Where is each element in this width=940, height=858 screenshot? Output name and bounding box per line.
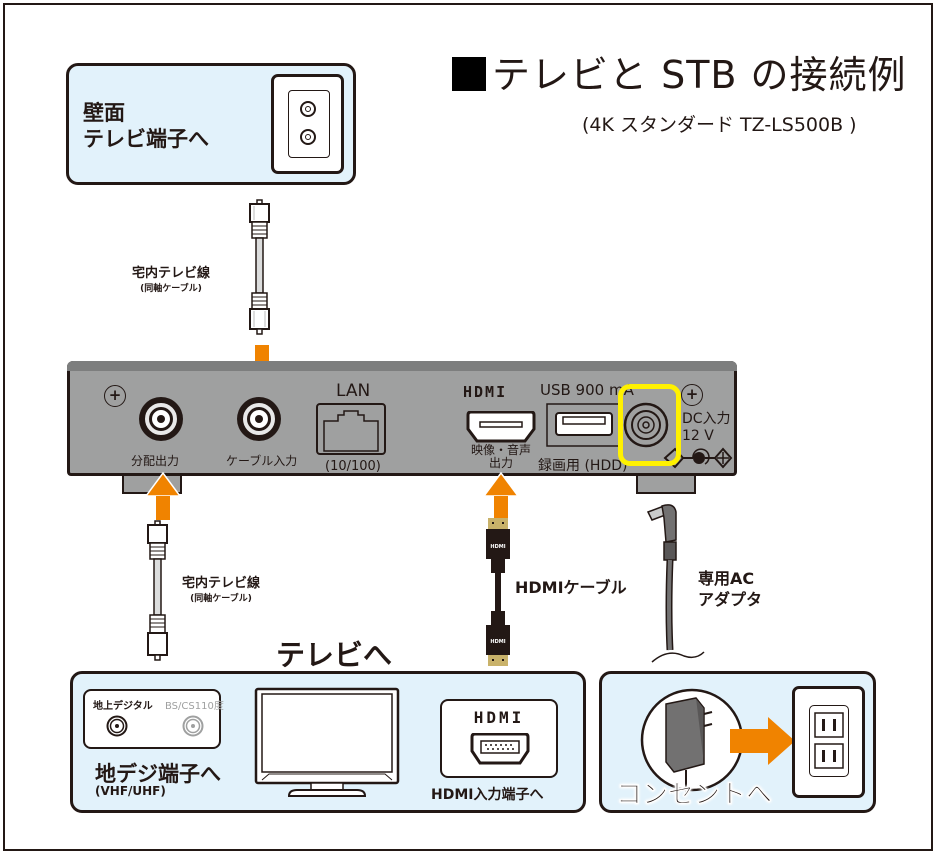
coax-socket-icon	[300, 101, 316, 117]
terrestrial-label: 地上デジタル	[93, 701, 153, 712]
hdmi-cable-label: HDMIケーブル	[515, 578, 627, 597]
antenna-terminal-box: 地上デジタル BS/CS110度	[83, 689, 224, 749]
top-cable-label: 宅内テレビ線 (同軸ケーブル)	[132, 262, 210, 294]
dc-input-label-line1: DC入力	[682, 411, 731, 427]
title-square-icon	[452, 57, 486, 91]
page-title: テレビと STB の接続例	[452, 44, 907, 99]
top-cable-sublabel: (同軸ケーブル)	[140, 284, 202, 294]
ac-adapter-label-line1: 専用AC	[698, 569, 755, 588]
arrow-right-icon	[730, 717, 795, 765]
ac-adapter-label: 専用AC アダプタ	[698, 568, 762, 610]
wall-label-line2: テレビ端子へ	[83, 127, 209, 151]
title-text: テレビと STB の接続例	[492, 53, 907, 97]
hdmi-port-icon	[466, 411, 536, 443]
dc-input-label-line2: 12 V	[682, 428, 714, 444]
arrow-up-icon	[483, 472, 519, 520]
arrow-up-icon	[145, 472, 181, 520]
screw-icon: +	[681, 384, 703, 406]
bs-cs-label: BS/CS110度	[165, 701, 224, 712]
bottom-cable-label: 宅内テレビ線 (同軸ケーブル)	[182, 572, 260, 604]
lan-speed-label: (10/100)	[325, 459, 381, 474]
stb-top-edge	[67, 361, 737, 371]
dc-input-label: DC入力 12 V	[682, 411, 731, 445]
ethernet-port-icon	[316, 403, 386, 455]
hdmi-cable-icon: HDMI HDMI	[486, 518, 510, 666]
antenna-caption: 地デジ端子へ	[95, 762, 221, 786]
f-connector-icon	[139, 397, 183, 441]
diagram-frame	[3, 3, 933, 851]
hdmi-output-label-line2: 出力	[488, 456, 513, 470]
hdmi-port-icon	[470, 733, 530, 765]
antenna-caption-sub: (VHF/UHF)	[95, 784, 166, 798]
usb-port-icon	[546, 403, 622, 447]
dc-input-highlight	[618, 384, 681, 466]
dc-jack-icon	[623, 402, 669, 448]
ac-adapter-label-line2: アダプタ	[698, 590, 763, 609]
hdmi-logo-text: HDMI	[463, 383, 508, 401]
hdmi-output-label: 映像・音声 出力	[468, 444, 534, 470]
coax-socket-icon	[300, 129, 316, 145]
coaxial-cable-icon	[249, 199, 270, 335]
outlet-plate	[809, 705, 849, 777]
top-cable-label-text: 宅内テレビ線	[132, 266, 211, 281]
hdmi-output-label-line1: 映像・音声	[470, 443, 531, 457]
hdmi-logo: HDMI	[473, 708, 525, 727]
cable-input-label: ケーブル入力	[226, 454, 298, 468]
wall-outlet-panel: 壁面 テレビ端子へ	[66, 63, 356, 185]
tv-panel: 地上デジタル BS/CS110度 地デジ端子へ (VHF/UHF) HDMI H…	[70, 671, 586, 813]
dc-polarity-icon	[663, 447, 733, 469]
tv-hdmi-terminal-box: HDMI	[440, 699, 558, 778]
stb-foot-right	[636, 474, 696, 494]
ac-adapter-icon	[640, 688, 744, 794]
outlet-caption: コンセントへ	[616, 780, 773, 811]
wall-antenna-outlet-icon	[271, 74, 344, 174]
wall-label-line1: 壁面	[83, 101, 125, 125]
outlet-sockets-icon	[814, 712, 844, 769]
split-output-label: 分配出力	[131, 454, 180, 468]
power-outlet-icon	[792, 686, 865, 798]
model-subtitle: (4K スタンダード TZ-LS500B )	[582, 114, 857, 136]
coaxial-cable-icon	[147, 520, 168, 661]
television-icon	[254, 687, 400, 797]
hdmi-input-caption: HDMI入力端子へ	[431, 787, 544, 803]
usb-hdd-label: 録画用 (HDD)	[538, 458, 628, 474]
screw-icon: +	[104, 385, 126, 407]
f-connector-icon	[237, 397, 281, 441]
usb-current-label: USB 900 mA	[540, 381, 634, 399]
ac-outlet-panel: コンセントへ	[599, 671, 876, 813]
terrestrial-socket-icon	[106, 715, 128, 737]
svg-text:HDMI: HDMI	[490, 639, 505, 645]
bottom-cable-label-text: 宅内テレビ線	[182, 576, 261, 591]
bs-socket-icon	[182, 715, 204, 737]
wall-outlet-label: 壁面 テレビ端子へ	[83, 100, 209, 152]
svg-text:HDMI: HDMI	[490, 544, 505, 550]
dc-plug-cable-icon	[646, 504, 705, 663]
lan-label: LAN	[336, 381, 371, 401]
tv-heading: テレビへ	[276, 638, 393, 672]
bottom-cable-sublabel: (同軸ケーブル)	[190, 594, 252, 604]
wall-plate-inner	[288, 90, 330, 158]
